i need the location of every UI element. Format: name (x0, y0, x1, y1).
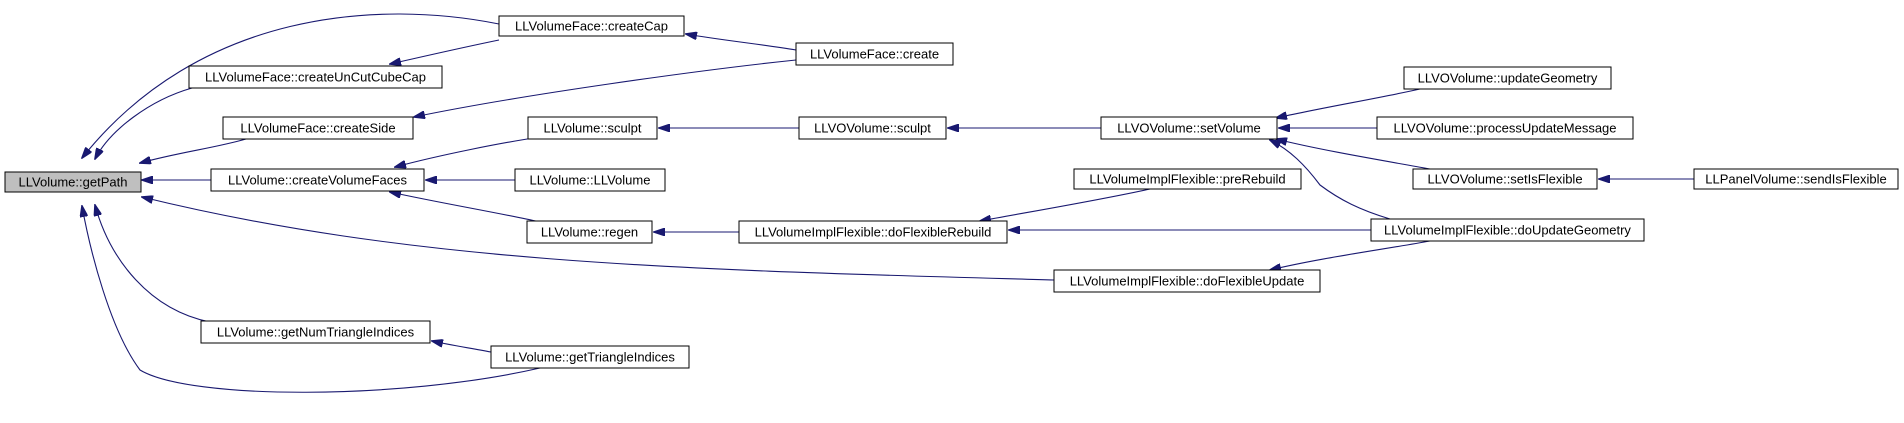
node-label: LLVOVolume::updateGeometry (1418, 71, 1598, 86)
node-llvolume[interactable]: LLVolume::LLVolume (514, 168, 666, 192)
edge-getNumTriangleIndices-to-getPath (95, 205, 211, 323)
node-box (1053, 269, 1321, 293)
node-label: LLVolumeImplFlexible::doUpdateGeometry (1384, 223, 1631, 238)
node-box (738, 220, 1008, 244)
node-label: LLVolumeFace::createSide (240, 121, 395, 136)
node-label: LLVolumeImplFlexible::preRebuild (1089, 172, 1285, 187)
node-label: LLVOVolume::setVolume (1117, 121, 1261, 136)
node-label: LLVOVolume::setIsFlexible (1427, 172, 1582, 187)
node-regen[interactable]: LLVolume::regen (526, 220, 653, 244)
node-createCap[interactable]: LLVolumeFace::createCap (498, 15, 685, 37)
node-box (1073, 168, 1302, 190)
node-box (200, 320, 431, 344)
node-label: LLPanelVolume::sendIsFlexible (1705, 172, 1886, 187)
node-createUnCutCubeCap[interactable]: LLVolumeFace::createUnCutCubeCap (188, 65, 443, 89)
node-getPath[interactable]: LLVolume::getPath (4, 171, 142, 193)
edge-updateGeometry-to-setVolume (1276, 88, 1421, 118)
node-label: LLVolume::createVolumeFaces (228, 173, 407, 188)
edge-doFlexibleUpdate-to-getPath (142, 197, 1055, 281)
node-box (1376, 116, 1634, 140)
node-setIsFlexible[interactable]: LLVOVolume::setIsFlexible (1412, 168, 1598, 190)
node-box (798, 116, 947, 140)
node-box (490, 345, 690, 369)
node-box (526, 220, 653, 244)
node-label: LLVolumeFace::createCap (515, 19, 668, 34)
node-label: LLVolume::getTriangleIndices (505, 350, 675, 365)
edge-doUpdateGeometry-to-setVolume (1270, 140, 1391, 220)
node-label: LLVolumeFace::createUnCutCubeCap (205, 70, 426, 85)
node-box (222, 116, 414, 140)
node-label: LLVolumeFace::create (810, 47, 939, 62)
node-updateGeometry[interactable]: LLVOVolume::updateGeometry (1403, 66, 1612, 90)
node-getNumTriangleIndices[interactable]: LLVolume::getNumTriangleIndices (200, 320, 431, 344)
edge-layer (82, 13, 1694, 393)
edge-preRebuild-to-doFlexibleRebuild (980, 188, 1151, 221)
edge-setIsFlexible-to-setVolume (1276, 139, 1431, 170)
node-box (4, 171, 142, 193)
node-box (795, 42, 954, 66)
node-doFlexibleUpdate[interactable]: LLVolumeImplFlexible::doFlexibleUpdate (1053, 269, 1321, 293)
node-label: LLVOVolume::sculpt (814, 121, 931, 136)
node-layer: LLVolume::getPath LLVolumeFace::createCap… (4, 15, 1899, 369)
node-doFlexibleRebuild[interactable]: LLVolumeImplFlexible::doFlexibleRebuild (738, 220, 1008, 244)
edge-createCap-to-createUnCutCubeCap (390, 39, 500, 64)
node-createVolumeFaces[interactable]: LLVolume::createVolumeFaces (210, 168, 425, 192)
node-voSculpt[interactable]: LLVOVolume::sculpt (798, 116, 947, 140)
node-label: LLVolume::sculpt (543, 121, 641, 136)
edge-doUpdateGeometry-to-doFlexibleUpdate (1270, 240, 1431, 270)
node-label: LLVolume::regen (541, 225, 638, 240)
edge-create-to-createCap (686, 34, 797, 51)
node-box (498, 15, 685, 37)
edge-sculpt-to-createVolumeFaces (395, 136, 541, 167)
node-box (188, 65, 443, 89)
node-label: LLVolumeImplFlexible::doFlexibleUpdate (1070, 274, 1305, 289)
node-box (1370, 218, 1645, 242)
node-label: LLVolumeImplFlexible::doFlexibleRebuild (755, 225, 992, 240)
edge-getTriangleIndices-to-getPath (82, 206, 541, 393)
node-sculpt[interactable]: LLVolume::sculpt (527, 116, 658, 140)
node-box (1412, 168, 1598, 190)
node-box (514, 168, 666, 192)
edge-getTriangleIndices-to-getNumTriangleIndices (432, 341, 492, 353)
node-doUpdateGeometry[interactable]: LLVolumeImplFlexible::doUpdateGeometry (1370, 218, 1645, 242)
node-label: LLVolume::getPath (19, 175, 128, 190)
node-preRebuild[interactable]: LLVolumeImplFlexible::preRebuild (1073, 168, 1302, 190)
node-create[interactable]: LLVolumeFace::create (795, 42, 954, 66)
edge-createUnCutCubeCap-to-getPath (95, 87, 193, 159)
node-createSide[interactable]: LLVolumeFace::createSide (222, 116, 414, 140)
node-label: LLVolume::LLVolume (530, 173, 651, 188)
node-setVolume[interactable]: LLVOVolume::setVolume (1100, 116, 1278, 140)
node-label: LLVolume::getNumTriangleIndices (217, 325, 415, 340)
edge-createSide-to-getPath (140, 138, 247, 163)
node-sendIsFlexible[interactable]: LLPanelVolume::sendIsFlexible (1693, 168, 1899, 190)
node-box (1100, 116, 1278, 140)
node-box (1693, 168, 1899, 190)
node-label: LLVOVolume::processUpdateMessage (1393, 121, 1616, 136)
edge-create-to-createSide (414, 59, 797, 117)
node-box (1403, 66, 1612, 90)
node-processUpdateMessage[interactable]: LLVOVolume::processUpdateMessage (1376, 116, 1634, 140)
node-box (210, 168, 425, 192)
edge-createCap-to-getPath (82, 13, 500, 158)
node-box (527, 116, 658, 140)
node-getTriangleIndices[interactable]: LLVolume::getTriangleIndices (490, 345, 690, 369)
edge-regen-to-createVolumeFaces (390, 192, 541, 223)
